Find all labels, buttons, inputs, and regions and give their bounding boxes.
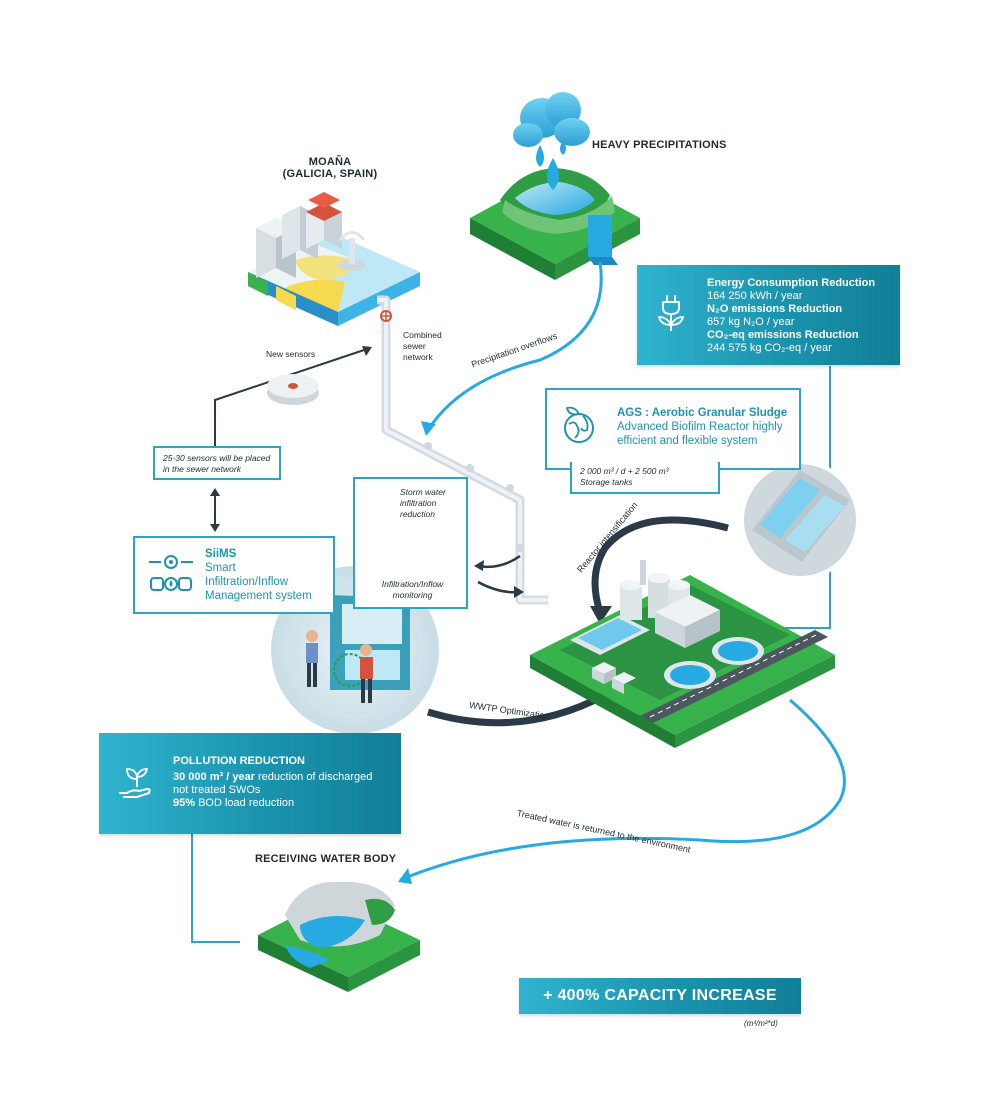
plug-leaf-icon — [657, 295, 685, 331]
pollution-line2: not treated SWOs — [173, 784, 261, 796]
stormwater-title: Storm water infiltration reduction — [400, 487, 446, 520]
energy-reduction-box: Energy Consumption Reduction 164 250 kWh… — [637, 265, 900, 365]
combined-sewer-line3: network — [403, 352, 433, 362]
storage-line2: Storage tanks — [580, 477, 633, 487]
receiving-island — [258, 881, 420, 992]
pollution-line3-bold: 95% — [173, 797, 196, 809]
connector-lines — [210, 346, 372, 532]
stormwater-box: Storm water infiltration reduction Infil… — [353, 477, 468, 609]
stormwater-title-line3: reduction — [400, 509, 435, 519]
label-receiving-water-body: RECEIVING WATER BODY — [255, 853, 397, 865]
storage-line1: 2 000 m³ / d + 2 500 m³ — [580, 466, 669, 476]
siims-box: SiiMS Smart Infiltration/Inflow Manageme… — [133, 536, 335, 614]
ags-title: AGS : Aerobic Granular Sludge — [617, 407, 788, 419]
monitoring-line1: Infiltration/Inflow — [381, 579, 444, 589]
energy-line5: CO₂-eq emissions Reduction — [707, 329, 859, 341]
monitoring-arrows — [477, 554, 521, 594]
flow-arrow-down — [421, 421, 436, 436]
sensors-info-line2: in the sewer network — [163, 464, 241, 474]
pollution-reduction-box: POLLUTION REDUCTION 30 000 m³ / year red… — [99, 733, 401, 834]
precipitation-island — [470, 168, 640, 280]
ags-line1: Advanced Biofilm Reactor highly — [617, 421, 783, 433]
pollution-line1-rest: reduction of discharged — [254, 771, 373, 783]
stormwater-title-line1: Storm water — [400, 487, 446, 497]
energy-connector — [191, 366, 831, 943]
energy-line6: 244 575 kg CO₂-eq / year — [707, 342, 832, 354]
sensor-device — [267, 374, 319, 405]
cloud-rain-icon — [513, 92, 590, 190]
hand-plant-icon — [119, 768, 151, 798]
storage-box: 2 000 m³ / d + 2 500 m³ Storage tanks — [570, 462, 720, 494]
monitoring-line2: monitoring — [392, 590, 433, 600]
energy-line2: 164 250 kWh / year — [707, 290, 803, 302]
label-heavy-precipitations: HEAVY PRECIPITATIONS — [592, 139, 727, 151]
combined-sewer-line1: Combined — [403, 330, 442, 340]
energy-line3: N₂O emissions Reduction — [707, 303, 843, 315]
location-moana: MOAÑA (GALICIA, SPAIN) — [270, 156, 390, 180]
label-new-sensors: New sensors — [266, 349, 316, 359]
capacity-unit: (m³/m²*d) — [744, 1019, 778, 1028]
pollution-line3-rest: BOD load reduction — [195, 797, 295, 809]
siims-line1: Smart — [205, 562, 236, 574]
capacity-increase-banner: + 400% CAPACITY INCREASE — [519, 978, 801, 1014]
city-island — [248, 192, 420, 326]
combined-sewer-line2: sewer — [403, 341, 426, 351]
pollution-line1-bold: 30 000 m³ / year — [173, 771, 255, 783]
siims-title: SiiMS — [205, 548, 237, 560]
reactor-zoom — [740, 460, 860, 580]
ags-box: AGS : Aerobic Granular Sludge Advanced B… — [545, 388, 801, 470]
globe-leaf-icon — [564, 406, 594, 443]
energy-line4: 657 kg N₂O / year — [707, 316, 795, 328]
location-moana-line1: MOAÑA — [308, 156, 352, 168]
label-combined-sewer: Combined sewer network — [403, 330, 442, 363]
location-moana-line2: (GALICIA, SPAIN) — [282, 168, 378, 180]
siims-line2: Infiltration/Inflow — [205, 576, 289, 588]
pollution-line1: 30 000 m³ / year reduction of discharged — [173, 771, 401, 784]
sensors-info-box: 25-30 sensors will be placed in the sewe… — [153, 446, 281, 480]
sensors-info-line1: 25-30 sensors will be placed — [163, 453, 271, 463]
stormwater-monitoring: Infiltration/Inflow monitoring — [355, 579, 470, 601]
flow-curves — [399, 261, 846, 882]
pollution-title: POLLUTION REDUCTION — [173, 755, 305, 767]
energy-line1: Energy Consumption Reduction — [707, 277, 876, 289]
wwtp-island — [530, 560, 835, 748]
wwtp-optimization-arrow — [426, 691, 607, 727]
reactor-intensification-arrow — [591, 516, 729, 614]
stormwater-title-line2: infiltration — [400, 498, 437, 508]
pollution-line3: 95% BOD load reduction — [173, 797, 401, 810]
combined-sewer-pipe — [377, 295, 548, 605]
gear-network-icon — [149, 555, 193, 591]
flow-arrow-left — [398, 868, 412, 884]
ags-line2: efficient and flexible system — [617, 435, 758, 447]
siims-line3: Management system — [205, 590, 312, 602]
